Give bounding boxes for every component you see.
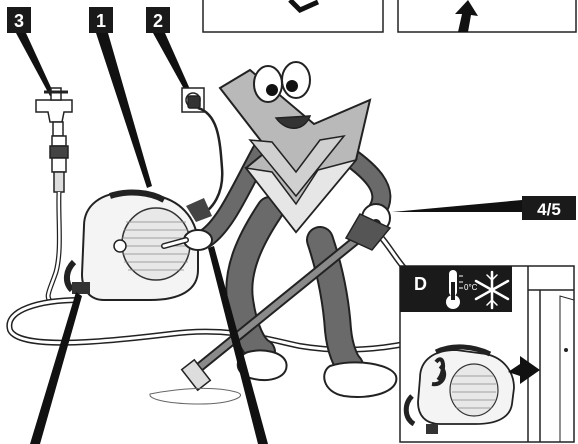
svg-text:4/5: 4/5 [537,200,561,219]
water-tap [35,87,73,137]
temperature-label: 0°C [464,283,478,292]
pressure-washer-unit [64,189,212,301]
inset-washer-unit [403,344,515,434]
wall-socket [181,87,205,113]
hose-connector [49,135,69,193]
power-cord [195,106,224,220]
inset-label: D [414,274,427,294]
move-inside-arrow-icon [508,356,540,384]
doorway [527,266,574,442]
leader-line-bottom-left [30,292,82,444]
leader-line-1 [96,33,152,188]
water-puddle [149,387,242,405]
svg-text:2: 2 [153,11,163,31]
callout-3: 3 [7,7,31,33]
leader-line-2 [153,33,193,98]
spray-lance [180,213,392,392]
inset-frost-warning: D 0°C [399,265,575,443]
callout-2: 2 [146,7,170,33]
top-frame-left [202,0,384,33]
snowflake-icon [474,270,510,310]
leader-line-bottom-right [208,246,268,444]
svg-text:1: 1 [96,11,106,31]
callout-4-5: 4/5 [522,196,576,220]
leader-line-3 [16,33,54,96]
up-arrow-icon [455,0,478,32]
callout-1: 1 [89,7,113,33]
thermometer-icon [446,270,463,309]
svg-text:3: 3 [14,11,24,31]
top-frame-right [397,0,577,33]
leader-line-45 [392,200,522,212]
